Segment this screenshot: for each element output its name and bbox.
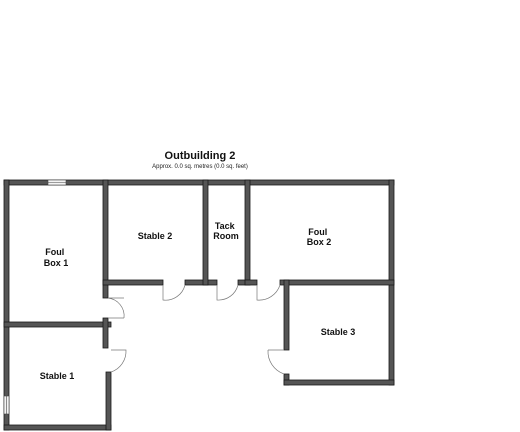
wall-tack-room-right: [244, 179, 251, 286]
wall-foul-box-2-bottom-left: [244, 279, 258, 286]
door-foul-box-2: [256, 284, 281, 301]
room-label-foul-box-2: Foul Box 2: [307, 227, 332, 247]
door-foul-box-1: [107, 297, 125, 319]
wall-foul-box-2-bottom-right: [279, 279, 395, 286]
wall-stable-3-bottom: [283, 379, 395, 386]
room-label-stable-1: Stable 1: [40, 371, 75, 381]
doors: [107, 284, 285, 375]
door-tack-room: [216, 284, 239, 301]
wall-stable-2-bottom-right: [184, 279, 218, 286]
wall-stable-3-left: [283, 279, 290, 351]
windows: [3, 179, 67, 415]
outer-wall-left: [3, 179, 10, 431]
door-stable-3: [267, 349, 285, 375]
room-label-stable-3: Stable 3: [321, 327, 356, 337]
room-labels: Foul Box 1 Stable 2 Tack Room Foul Box 2…: [40, 221, 356, 381]
wall-stub-stable-1: [102, 317, 109, 349]
wall-stable-1-bottom: [3, 424, 112, 431]
wall-tack-room-left: [202, 179, 209, 286]
plan-area-subtitle: Approx. 0.0 sq. metres (0.0 sq. feet): [152, 164, 248, 170]
walls: [3, 179, 395, 431]
wall-foul-box-1-bottom: [3, 321, 112, 328]
door-stable-2: [162, 284, 186, 301]
room-label-foul-box-1: Foul Box 1: [44, 247, 69, 268]
room-label-tack-room: Tack Room: [213, 221, 239, 241]
door-stable-1: [110, 349, 127, 373]
wall-stable-2-bottom-left: [102, 279, 164, 286]
wall-foul-box-1-right: [102, 179, 109, 299]
wall-stable-1-right: [105, 371, 112, 431]
room-label-stable-2: Stable 2: [138, 231, 173, 241]
plan-title: Outbuilding 2: [164, 150, 236, 162]
